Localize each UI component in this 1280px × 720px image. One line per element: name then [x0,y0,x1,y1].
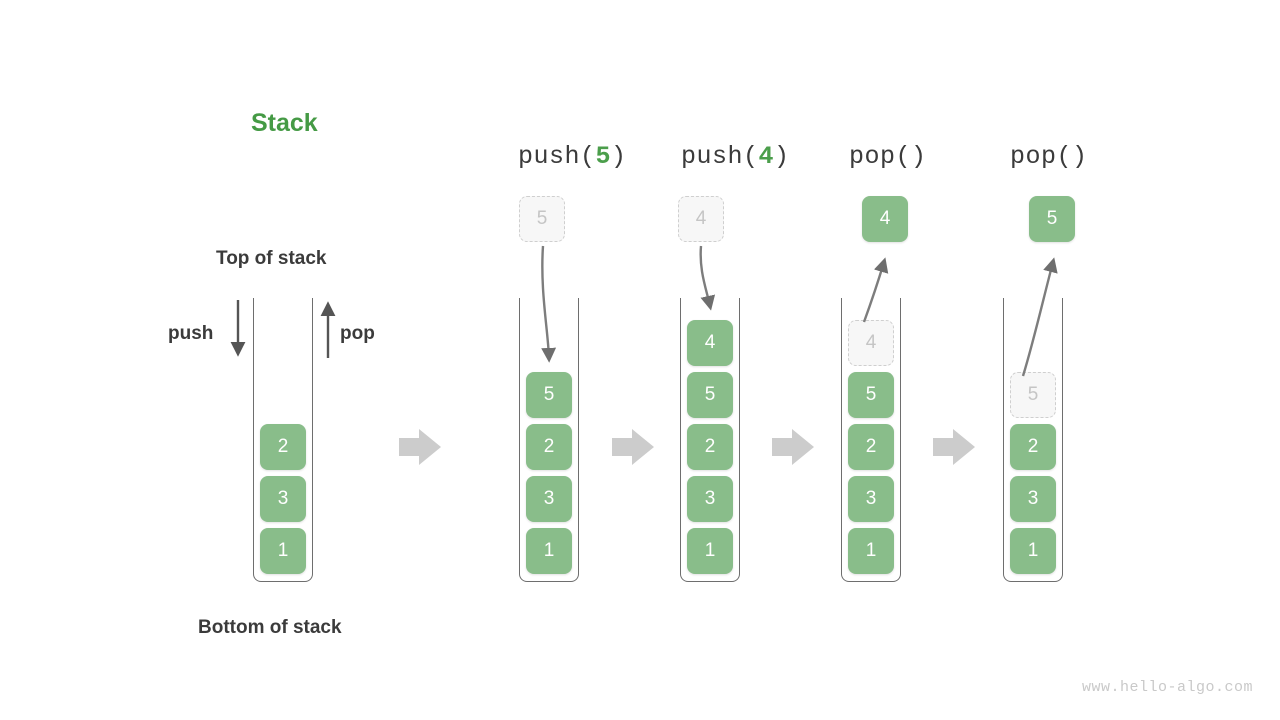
header-suffix: ) [1072,142,1088,171]
stage-header-push-4: push(4) [681,142,790,171]
top-of-stack-label: Top of stack [216,248,327,269]
stack-cell: 2 [848,424,894,470]
stack-cell: 3 [526,476,572,522]
stack-cell: 1 [848,528,894,574]
stage-header-push-5: push(5) [518,142,627,171]
stack-cell: 3 [1010,476,1056,522]
stack-cell: 2 [687,424,733,470]
stack-container-push-5 [519,298,579,582]
stage-header-pop-1: pop() [849,142,927,171]
header-suffix: ) [774,142,790,171]
stack-cell: 1 [687,528,733,574]
flow-arrow-1-icon [399,429,441,465]
stack-container-pop-2 [1003,298,1063,582]
floating-popped-cell: 4 [862,196,908,242]
page-title: Stack [251,109,318,137]
header-prefix: push( [681,142,759,171]
bottom-of-stack-label: Bottom of stack [198,617,342,638]
stack-cell: 3 [848,476,894,522]
push-label: push [168,323,214,344]
stack-cell: 5 [526,372,572,418]
floating-ghost-cell: 5 [519,196,565,242]
stack-cell: 5 [848,372,894,418]
flow-arrow-3-icon [772,429,814,465]
stage-header-pop-2: pop() [1010,142,1088,171]
push-4-flow-arrow-icon [699,245,716,311]
stack-cell: 5 [687,372,733,418]
stack-cell: 1 [1010,528,1056,574]
stack-container-pop-1 [841,298,901,582]
header-arg: 5 [595,142,612,171]
stack-cell: 3 [260,476,306,522]
header-prefix: pop( [849,142,912,171]
floating-ghost-cell: 4 [678,196,724,242]
flow-arrow-2-icon [612,429,654,465]
stack-cell: 3 [687,476,733,522]
flow-arrow-4-icon [933,429,975,465]
stack-ghost-cell: 5 [1010,372,1056,418]
stack-cell: 2 [526,424,572,470]
stack-container-push-4 [680,298,740,582]
header-suffix: ) [911,142,927,171]
floating-popped-cell: 5 [1029,196,1075,242]
stack-cell: 4 [687,320,733,366]
stack-cell: 2 [260,424,306,470]
stack-cell: 1 [526,528,572,574]
header-prefix: push( [518,142,596,171]
stack-ghost-cell: 4 [848,320,894,366]
header-prefix: pop( [1010,142,1073,171]
header-arg: 4 [758,142,775,171]
stack-cell: 2 [1010,424,1056,470]
header-suffix: ) [611,142,627,171]
stack-container-initial [253,298,313,582]
pop-label: pop [340,323,375,344]
watermark: www.hello-algo.com [1082,679,1254,696]
stack-cell: 1 [260,528,306,574]
